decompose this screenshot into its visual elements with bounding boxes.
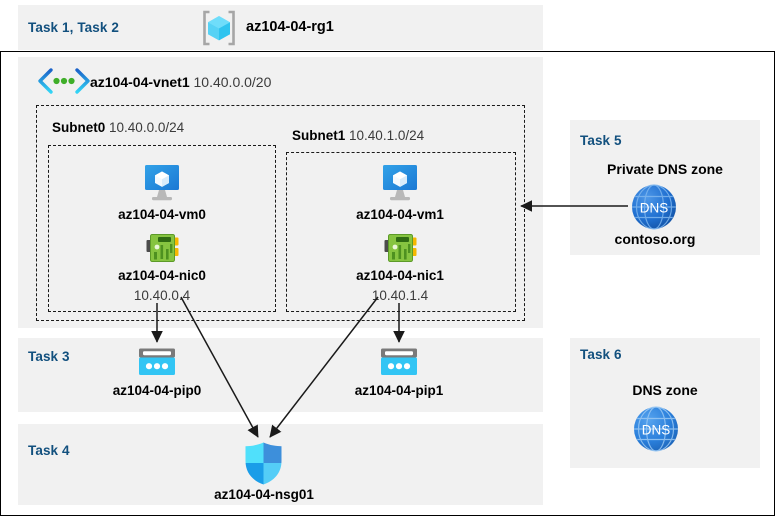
nic1-ip: 10.40.1.4 [371, 288, 429, 303]
vnet-address-space: 10.40.0.0/20 [193, 74, 272, 90]
network-security-group-shield-icon[interactable] [243, 441, 284, 486]
dns-icon-text: DNS [642, 423, 671, 438]
vnet-title: az104-04-vnet1 10.40.0.0/20 [90, 74, 271, 90]
subnet1-box [286, 152, 516, 312]
vnet-name: az104-04-vnet1 [90, 74, 190, 90]
nsg-caption: az104-04-nsg01 [214, 487, 314, 502]
network-interface-icon[interactable] [146, 233, 179, 264]
dns-zone-heading: DNS zone [632, 382, 698, 398]
vnet-panel [18, 57, 543, 328]
vm0-caption: az104-04-vm0 [118, 207, 206, 222]
task5-panel [570, 120, 760, 255]
dns-zone-globe-icon[interactable]: DNS [630, 183, 678, 231]
vm1-caption: az104-04-vm1 [356, 207, 444, 222]
resource-group-header-panel [18, 5, 543, 50]
task-3-label: Task 3 [28, 349, 70, 364]
resource-group-boundary [0, 51, 775, 516]
pip0-caption: az104-04-pip0 [112, 383, 202, 398]
virtual-machine-icon[interactable] [378, 163, 422, 203]
task3-panel [18, 338, 543, 412]
resource-group-name: az104-04-rg1 [246, 19, 334, 35]
task-5-label: Task 5 [580, 133, 622, 148]
dns-icon-text: DNS [640, 201, 669, 216]
subnet0-name: Subnet0 [52, 120, 106, 135]
public-ip-address-icon[interactable] [137, 347, 177, 378]
subnet1-name: Subnet1 [292, 128, 346, 143]
virtual-network-icon [36, 68, 92, 94]
dns-zone-globe-icon[interactable]: DNS [632, 405, 680, 453]
subnet1-address-space: 10.40.1.0/24 [349, 128, 425, 143]
subnet0-box [48, 145, 276, 312]
task-4-label: Task 4 [28, 443, 70, 458]
virtual-machine-icon[interactable] [140, 163, 184, 203]
pip1-caption: az104-04-pip1 [354, 383, 444, 398]
private-dns-zone-name: contoso.org [614, 231, 696, 247]
nic0-caption: az104-04-nic0 [118, 268, 206, 283]
subnet0-address-space: 10.40.0.0/24 [109, 120, 185, 135]
task-1-2-label: Task 1, Task 2 [28, 20, 119, 35]
public-ip-address-icon[interactable] [379, 347, 419, 378]
subnet0-label: Subnet0 10.40.0.0/24 [52, 120, 184, 135]
task-6-label: Task 6 [580, 347, 622, 362]
nic1-caption: az104-04-nic1 [356, 268, 444, 283]
private-dns-zone-heading: Private DNS zone [607, 161, 723, 177]
network-interface-icon[interactable] [384, 233, 417, 264]
subnet1-label: Subnet1 10.40.1.0/24 [292, 128, 424, 143]
nic0-ip: 10.40.0.4 [133, 288, 191, 303]
resource-group-cube-icon [200, 9, 238, 47]
